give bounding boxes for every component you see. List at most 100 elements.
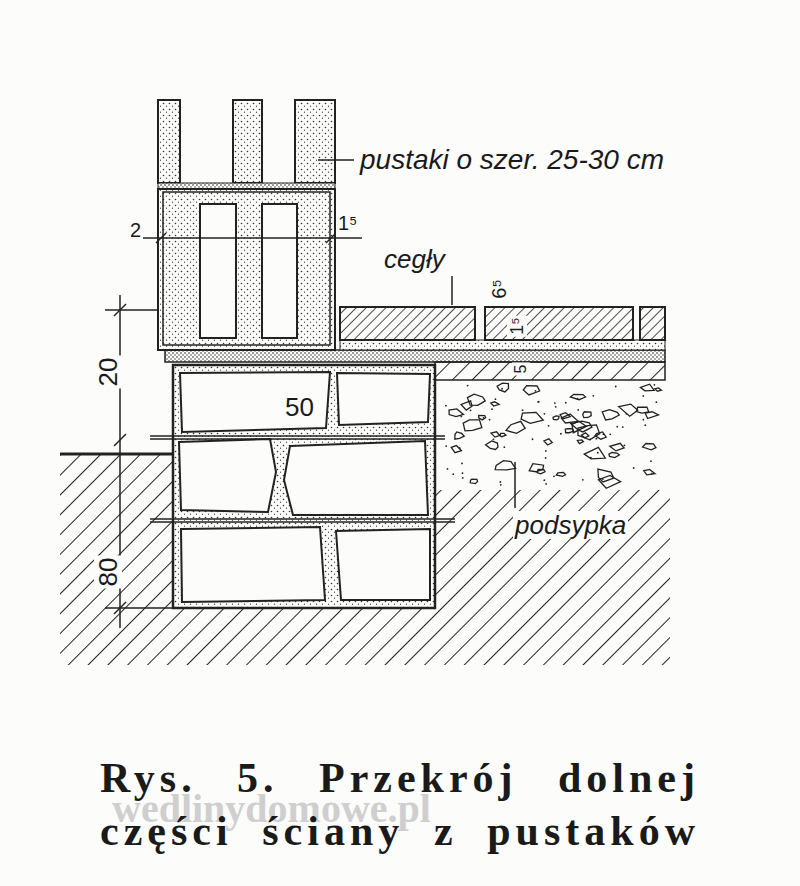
rubble-stone xyxy=(486,441,498,450)
rubble-stone xyxy=(572,421,586,433)
rubble-stone xyxy=(491,432,500,437)
rubble-dot xyxy=(592,395,594,397)
rubble-dot xyxy=(501,388,503,390)
figure-caption: Rys. 5. Przekrój dolnej części ściany z … xyxy=(100,752,700,857)
rubble-dot xyxy=(616,426,618,428)
rubble-stone xyxy=(491,402,499,406)
stone-foundation xyxy=(150,365,455,608)
rubble-dot xyxy=(462,477,464,479)
rubble-stone xyxy=(497,383,508,392)
rubble-stone xyxy=(643,443,656,449)
rubble-stone xyxy=(449,409,463,417)
rubble-dot xyxy=(615,386,617,388)
rubble-stone xyxy=(560,413,570,419)
rubble-stone xyxy=(655,388,662,391)
rubble-dot xyxy=(459,447,461,449)
rubble-stone xyxy=(495,461,515,470)
rubble-stone xyxy=(583,412,592,418)
rubble-stone xyxy=(595,432,606,439)
rubble-dot xyxy=(644,424,646,426)
rubble-dot xyxy=(595,438,597,440)
rubble-stone xyxy=(598,475,620,488)
rubble-stone xyxy=(463,420,482,431)
rubble-stone xyxy=(523,386,539,395)
dimension-value: 5 xyxy=(512,363,530,376)
rubble-stone xyxy=(578,425,600,440)
dimension-value: 1⁵ xyxy=(336,212,359,234)
rubble-dot xyxy=(462,472,464,474)
rubble-stone xyxy=(506,421,525,433)
rubble-dot xyxy=(555,406,557,408)
rubble-stone xyxy=(571,421,592,432)
rubble xyxy=(445,383,662,488)
dimension-lines xyxy=(105,160,515,628)
rubble-dot xyxy=(467,385,469,387)
rubble-dot xyxy=(543,479,545,481)
rubble-dot xyxy=(633,467,635,469)
rubble-stone xyxy=(577,440,583,444)
rubble-dot xyxy=(597,452,599,454)
rubble-dot xyxy=(538,401,540,403)
dimension-value: 20 xyxy=(94,356,122,389)
rubble-dot xyxy=(642,419,644,421)
rubble-dot xyxy=(545,457,547,459)
rubble-fill xyxy=(435,380,665,490)
rubble-dot xyxy=(650,460,652,462)
rubble-stone xyxy=(537,470,545,474)
rubble-stone xyxy=(581,433,588,438)
rubble-dot xyxy=(460,416,462,418)
rubble-dot xyxy=(622,426,624,428)
rubble-dot xyxy=(493,439,495,441)
rubble-stone xyxy=(467,394,485,405)
rubble-stone xyxy=(640,384,654,391)
rubble-dot xyxy=(548,425,550,427)
rubble-stone xyxy=(521,412,543,423)
rubble-stone xyxy=(455,432,464,439)
rubble-dot xyxy=(445,445,447,447)
rubble-stone xyxy=(644,469,655,474)
dimension-value: 50 xyxy=(283,393,316,421)
rubble-dot xyxy=(452,473,454,475)
rubble-dot xyxy=(470,409,472,411)
rubble-dot xyxy=(655,401,657,403)
rubble-stone xyxy=(544,439,552,445)
rubble-dot xyxy=(653,384,655,386)
rubble-dot xyxy=(651,473,653,475)
rubble-dot xyxy=(589,439,591,441)
rubble-dot xyxy=(577,409,579,411)
rubble-dot xyxy=(560,433,562,435)
rubble-dot xyxy=(577,398,579,400)
rubble-stone xyxy=(609,452,619,457)
rubble-dot xyxy=(535,390,537,392)
rubble-dot xyxy=(537,401,539,403)
dimension-value: 2 xyxy=(128,219,143,241)
rubble-dot xyxy=(532,438,534,440)
rubble-dot xyxy=(626,413,628,415)
rubble-dot xyxy=(602,478,604,480)
rubble-dot xyxy=(500,484,502,486)
rubble-dot xyxy=(499,481,501,483)
rubble-stone xyxy=(602,410,619,420)
dimension-value: 80 xyxy=(94,556,122,589)
rubble-stone xyxy=(556,472,565,476)
rubble-dot xyxy=(553,475,555,477)
rubble-dot xyxy=(642,395,644,397)
material-note: pustaki o szer. 25-30 cm xyxy=(358,145,666,175)
rubble-stone xyxy=(451,446,461,453)
rubble-dot xyxy=(503,446,505,448)
rubble-dot xyxy=(545,483,547,485)
rubble-stone xyxy=(470,479,477,484)
rubble-dot xyxy=(603,433,605,435)
material-note: podsypka xyxy=(513,511,628,539)
rubble-dot xyxy=(565,402,567,404)
rubble-dot xyxy=(582,479,584,481)
rubble-dot xyxy=(590,457,592,459)
rubble-dot xyxy=(447,468,449,470)
rubble-dot xyxy=(445,405,447,407)
rubble-stone xyxy=(479,415,486,419)
rubble-stone xyxy=(598,469,614,482)
rubble-stone xyxy=(570,394,585,399)
rubble-stone xyxy=(619,404,638,416)
rubble-stone xyxy=(553,416,559,420)
